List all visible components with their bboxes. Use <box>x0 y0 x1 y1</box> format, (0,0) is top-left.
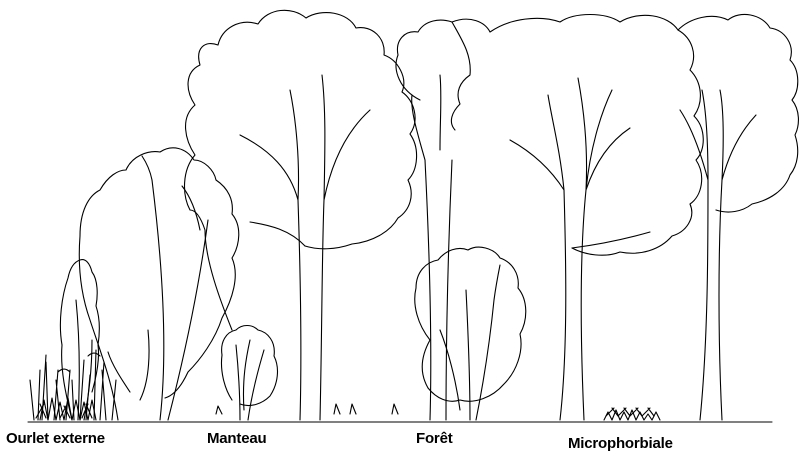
label-ourlet-externe: Ourlet externe <box>6 430 105 447</box>
tall-tree-3 <box>451 15 703 421</box>
mantle-bush <box>216 326 398 421</box>
forest-understory-tree <box>415 247 526 420</box>
label-microphorbiale: Microphorbiale <box>568 435 673 452</box>
tall-tree-4 <box>678 14 798 420</box>
label-manteau: Manteau <box>207 430 266 447</box>
edge-shrub <box>60 260 99 420</box>
label-foret: Forêt <box>416 430 453 447</box>
tall-tree-1 <box>185 10 417 420</box>
microphorb-tuft <box>604 408 660 420</box>
tall-tree-2 <box>396 20 452 420</box>
